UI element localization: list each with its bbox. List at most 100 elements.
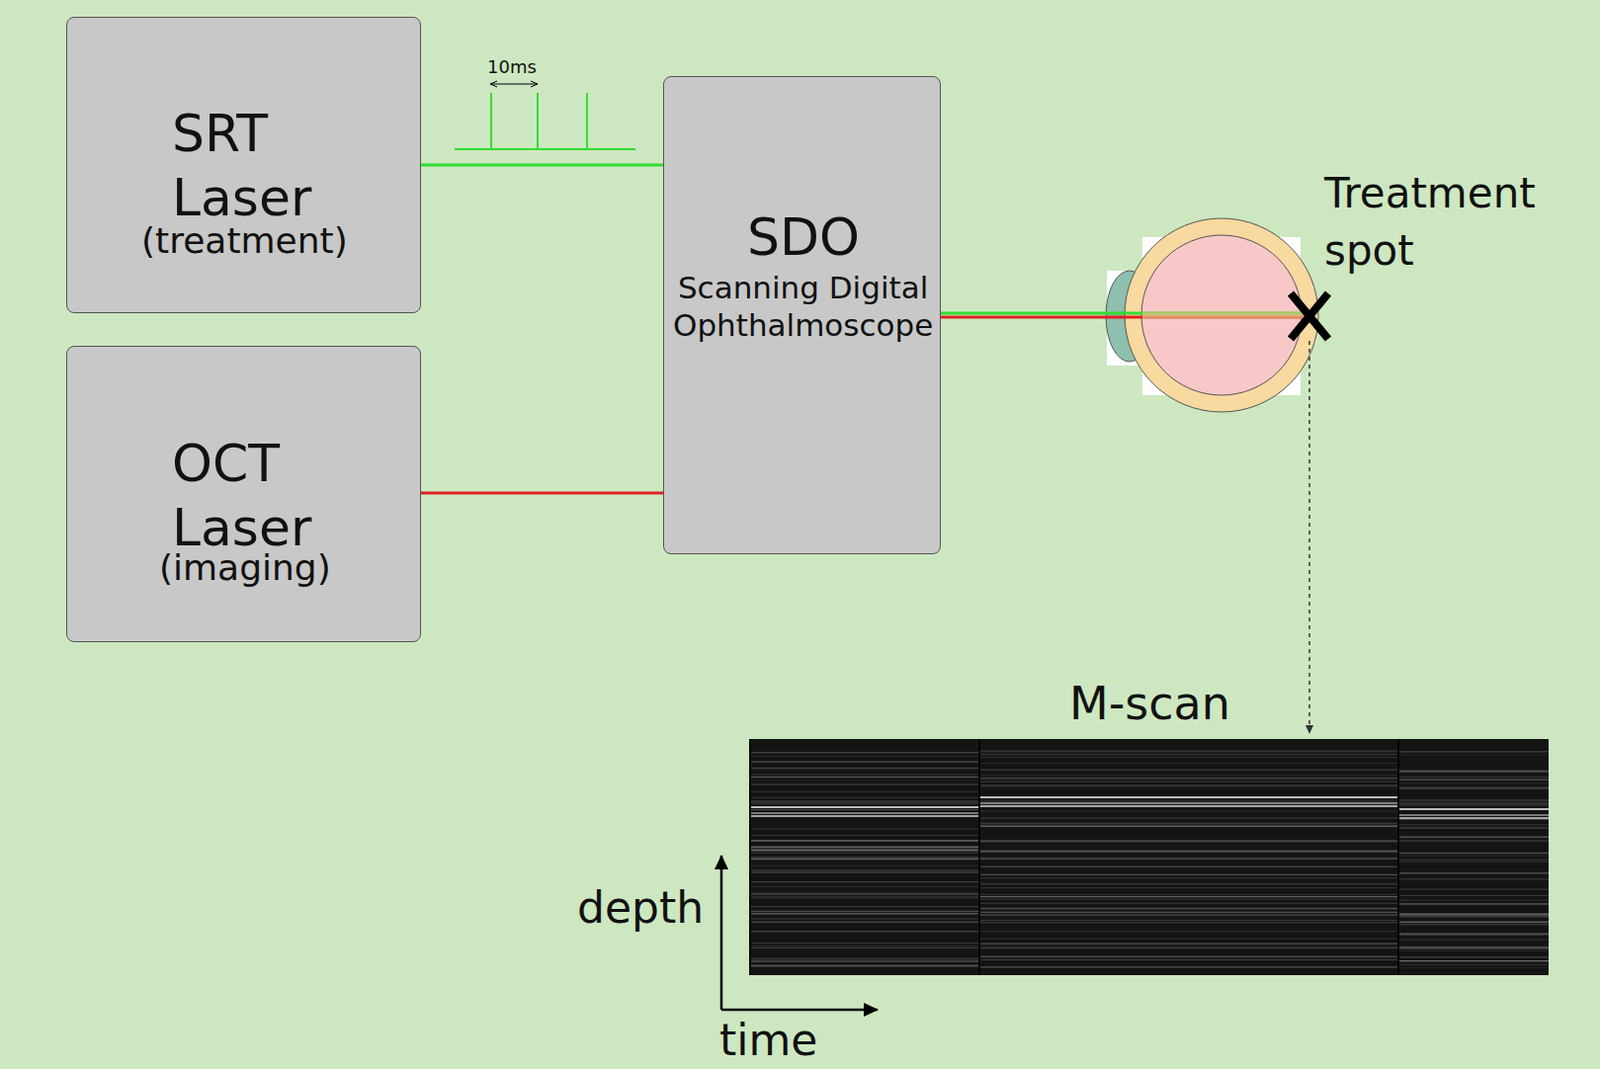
scan-line: [1398, 788, 1549, 790]
scan-line: [979, 884, 1399, 886]
scan-line: [979, 774, 1399, 776]
scan-line: [1398, 873, 1549, 875]
scan-line: [979, 938, 1399, 940]
laser-box: SRT Laser(treatment): [66, 16, 422, 314]
scan-line: [979, 769, 1399, 771]
scan-line: [1398, 961, 1549, 963]
node-title: OCT Laser: [171, 431, 312, 561]
scan-line: [750, 840, 980, 842]
scan-line: [1398, 837, 1549, 839]
scan-line: [1398, 932, 1549, 934]
scan-line: [1398, 914, 1549, 916]
scan-line: [979, 899, 1399, 901]
scan-line: [750, 911, 980, 913]
scan-line: [979, 840, 1399, 842]
m-scan-panel: M-scan: [750, 739, 1549, 976]
beam-in-eye: [1142, 312, 1305, 320]
retina-band: [979, 796, 1399, 799]
scan-line: [750, 801, 980, 803]
scan-line: [979, 754, 1399, 756]
scan-line: [750, 914, 980, 916]
scan-line: [979, 930, 1399, 932]
scan-line: [750, 849, 980, 851]
scan-line: [979, 812, 1399, 814]
scan-line: [1398, 803, 1549, 805]
scan-line: [750, 800, 980, 802]
scan-line: [979, 799, 1399, 801]
m-scan-image: [750, 739, 1549, 976]
treatment-beam: [940, 312, 1307, 316]
scan-line: [750, 845, 980, 847]
scan-line: [979, 803, 1399, 805]
scan-line: [750, 846, 980, 848]
scan-line: [750, 965, 980, 967]
node-subtitle: (treatment): [141, 219, 348, 263]
scan-line: [750, 767, 980, 769]
node-title: SRT Laser: [171, 101, 312, 231]
ophthalmoscope-box: SDOScanning Digital Ophthalmoscope: [663, 76, 941, 555]
scan-line: [1398, 755, 1549, 757]
scan-line: [1398, 956, 1549, 958]
scan-line: [750, 829, 980, 831]
scan-line: [979, 915, 1399, 917]
scan-line: [979, 778, 1399, 780]
scan-line: [1398, 852, 1549, 854]
scan-line: [979, 896, 1399, 898]
scan-line: [1398, 776, 1549, 778]
scan-line: [750, 857, 980, 859]
scan-line: [1398, 778, 1549, 780]
scan-line: [750, 858, 980, 860]
scan-line: [1398, 895, 1549, 897]
scan-line: [1398, 924, 1549, 926]
scan-line: [1398, 841, 1549, 843]
scan-line: [979, 769, 1399, 771]
scan-line: [750, 871, 980, 873]
scan-line: [750, 906, 980, 908]
scan-line: [979, 858, 1399, 860]
scan-break: [978, 739, 981, 976]
scan-line: [750, 835, 980, 837]
scan-line: [1398, 800, 1549, 802]
scan-line: [750, 752, 980, 754]
scan-line: [1398, 788, 1549, 790]
scan-line: [979, 874, 1399, 876]
scan-line: [979, 781, 1399, 783]
scan-line: [1398, 903, 1549, 905]
scan-line: [750, 919, 980, 921]
scan-line: [979, 762, 1399, 764]
scan-line: [750, 930, 980, 932]
scan-line: [979, 894, 1399, 896]
scan-line: [750, 849, 980, 851]
scan-line: [1398, 921, 1549, 923]
period-arrow: [491, 83, 538, 85]
scan-line: [1398, 777, 1549, 779]
scan-line: [979, 841, 1399, 843]
scan-line: [750, 761, 980, 763]
retina-band: [750, 812, 980, 815]
scan-line: [979, 751, 1399, 753]
scan-line: [1398, 915, 1549, 917]
retina-band: [1398, 817, 1549, 820]
scan-line: [979, 768, 1399, 770]
scan-line: [1398, 933, 1549, 935]
scan-line: [979, 777, 1399, 779]
scan-line: [750, 816, 980, 818]
scan-line: [979, 943, 1399, 945]
scan-line: [750, 858, 980, 860]
scan-line: [750, 961, 980, 963]
scan-line: [979, 850, 1399, 852]
scan-line: [979, 866, 1399, 868]
scan-line: [750, 959, 980, 961]
scan-line: [1398, 855, 1549, 857]
scan-line: [750, 848, 980, 850]
scan-line: [750, 768, 980, 770]
scan-line: [979, 912, 1399, 914]
scan-line: [1398, 769, 1549, 771]
scan-line: [979, 959, 1399, 961]
scan-line: [750, 856, 980, 858]
scan-line: [1398, 859, 1549, 861]
node-subtitle: Scanning Digital Ophthalmoscope: [673, 268, 933, 344]
scan-line: [1398, 922, 1549, 924]
scan-line: [1398, 872, 1549, 874]
scan-line: [750, 865, 980, 867]
